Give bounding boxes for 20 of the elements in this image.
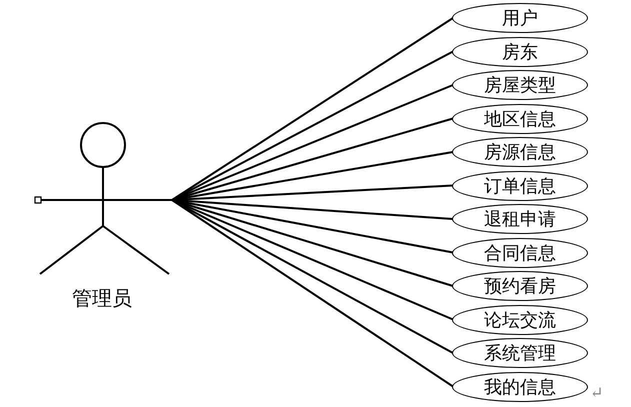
actor-name: 管理员 xyxy=(72,285,132,312)
use-case-ellipse: 地区信息 xyxy=(452,104,588,134)
association-line xyxy=(172,199,454,287)
use-case-ellipse: 房屋类型 xyxy=(452,70,588,100)
association-line xyxy=(172,118,454,201)
use-case-ellipse: 房源信息 xyxy=(452,137,588,167)
use-case-ellipse: 系统管理 xyxy=(452,338,588,368)
use-case-ellipse: 论坛交流 xyxy=(452,304,588,334)
association-line xyxy=(172,50,454,201)
use-case-ellipse: 退租申请 xyxy=(452,204,588,234)
paragraph-mark: ↵ xyxy=(590,383,604,402)
association-line xyxy=(171,17,454,201)
use-case-ellipse: 房东 xyxy=(452,36,588,66)
use-case-ellipse: 我的信息 xyxy=(452,372,588,402)
use-case-ellipse: 用户 xyxy=(452,3,588,33)
use-case-ellipse: 订单信息 xyxy=(452,170,588,200)
association-line xyxy=(171,199,454,388)
use-case-ellipse: 合同信息 xyxy=(452,238,588,268)
association-line xyxy=(172,199,454,354)
use-case-ellipse: 预约看房 xyxy=(452,271,588,301)
